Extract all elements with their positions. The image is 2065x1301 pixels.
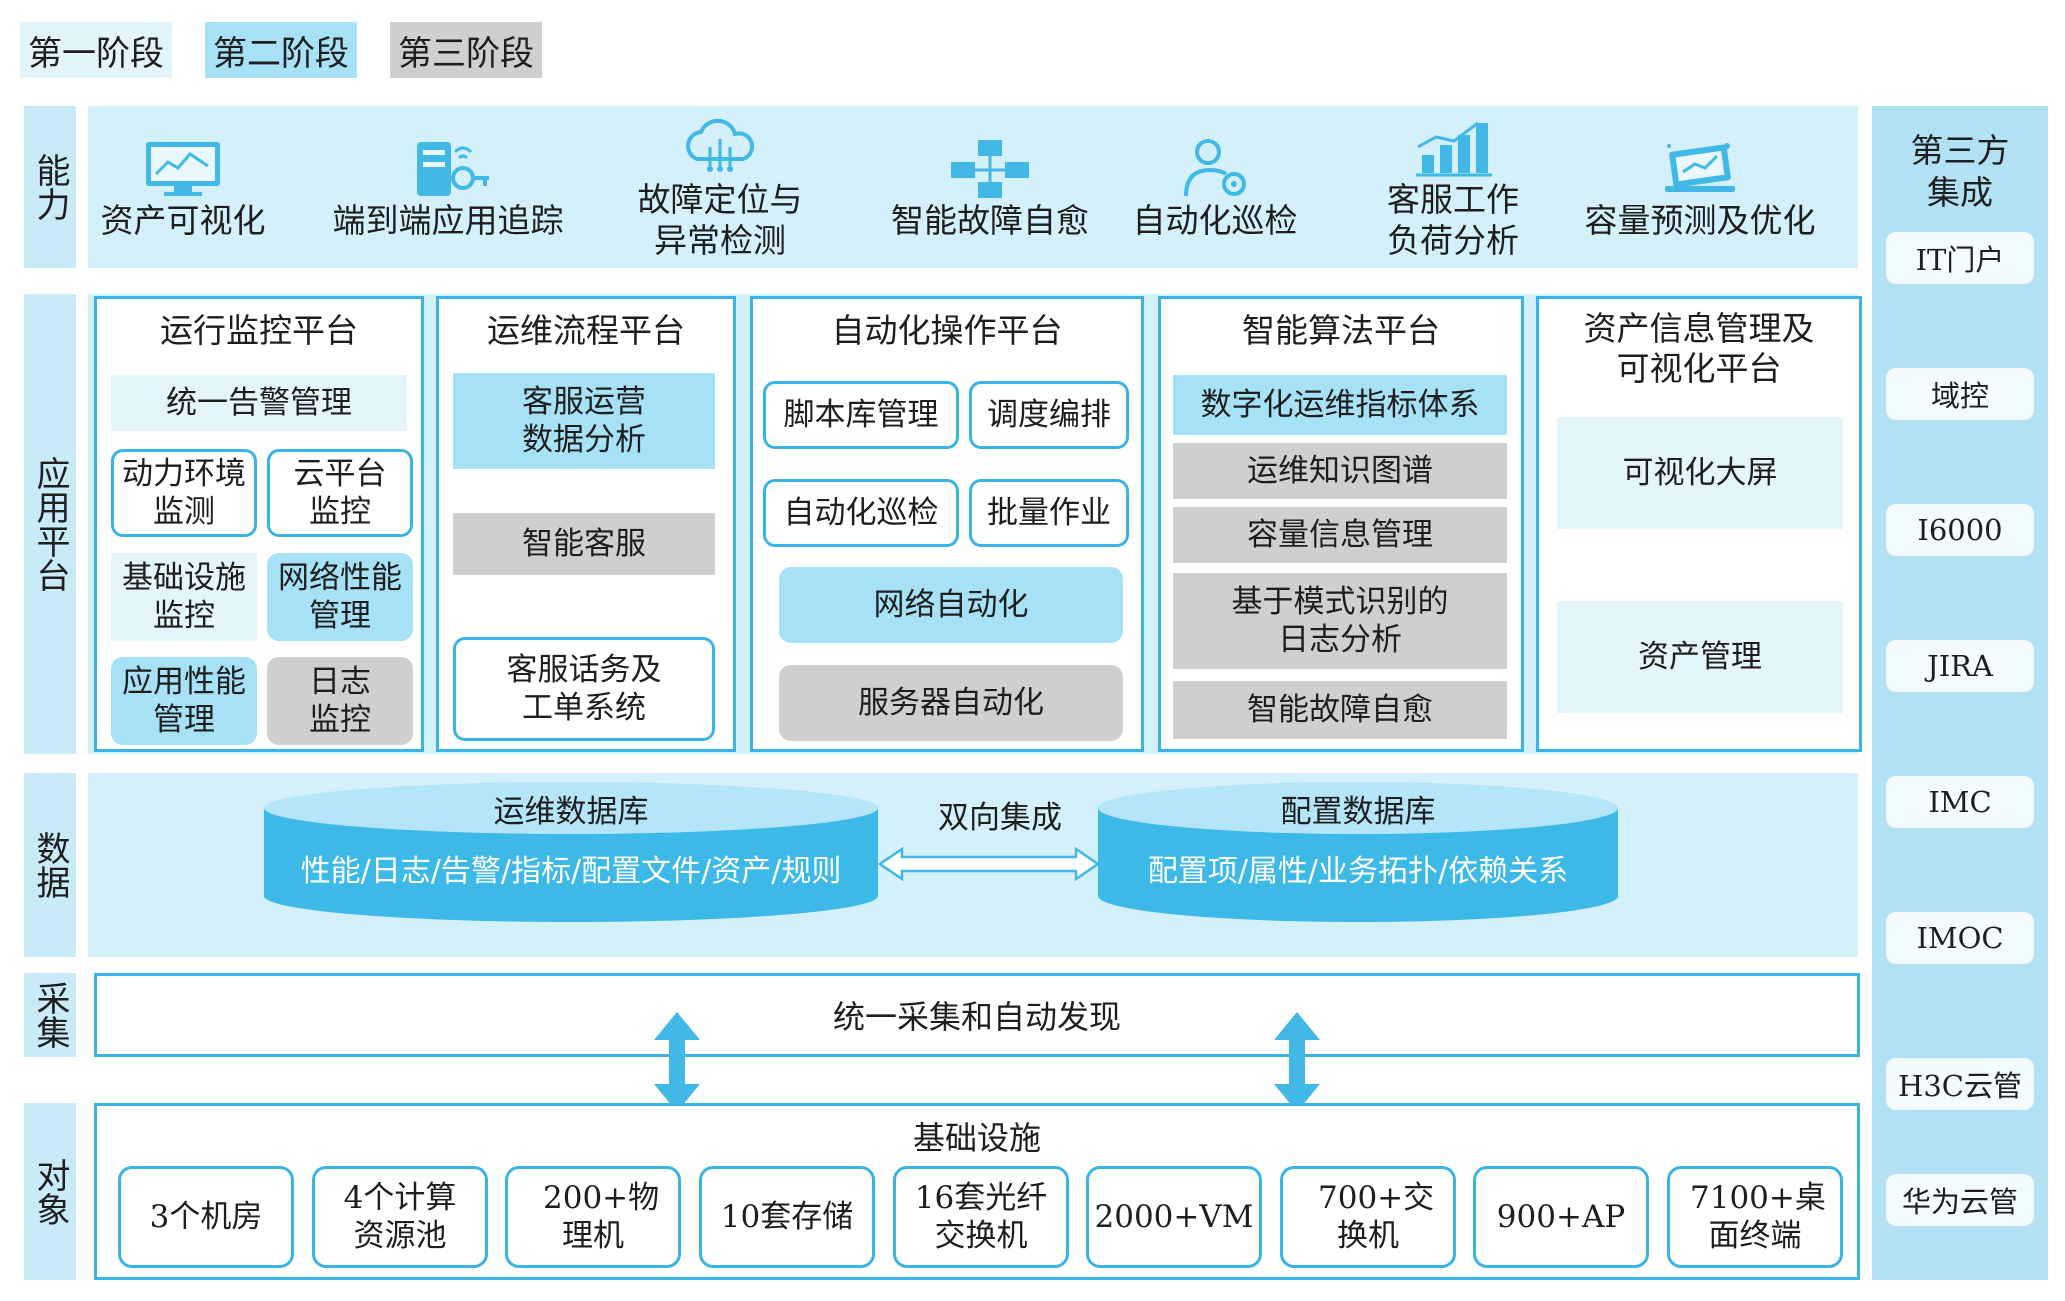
schedule-box: 调度编排: [969, 381, 1129, 449]
object-item: 10套存储: [699, 1166, 875, 1268]
smart-cs-box: 智能客服: [453, 513, 715, 575]
asset-mgmt-box: 资产管理: [1557, 601, 1843, 713]
config-db-content: 配置项/属性/业务拓扑/依赖关系: [1147, 854, 1569, 889]
object-item: 200+物理机: [505, 1166, 681, 1268]
row-label-collection: 采集: [24, 973, 76, 1057]
ops-database: 运维数据库 性能/日志/告警/指标/配置文件/资产/规则: [264, 782, 878, 922]
capability-auto-patrol: 自动化巡检: [1125, 114, 1305, 264]
capability-asset-visualization: 资产可视化: [92, 114, 274, 264]
server-key-icon: [417, 141, 489, 196]
row-label-capability: 能力: [24, 106, 76, 268]
vertical-double-arrow-left: [654, 1012, 700, 1112]
infrastructure-title: 基础设施: [912, 1119, 1041, 1157]
capability-label: 智能故障自愈: [891, 200, 1089, 240]
platform-title: 资产信息管理及可视化平台: [1583, 309, 1815, 388]
legend-stage1: 第一阶段: [20, 22, 172, 78]
third-party-title: 第三方集成: [1910, 131, 2010, 212]
object-item: 7100+桌面终端: [1667, 1166, 1843, 1268]
object-item: 16套光纤交换机: [893, 1166, 1069, 1268]
capability-self-healing: 智能故障自愈: [870, 114, 1110, 264]
user-gear-icon: [1184, 138, 1246, 196]
capability-capacity-forecast: 容量预测及优化: [1565, 114, 1835, 264]
power-env-box: 动力环境监测: [111, 449, 257, 537]
capability-label: 客服工作负荷分析: [1387, 180, 1519, 260]
object-item: 900+AP: [1473, 1166, 1649, 1268]
legend-stage3: 第三阶段: [390, 22, 542, 78]
bidirectional-label: 双向集成: [938, 799, 1062, 836]
ops-db-content: 性能/日志/告警/指标/配置文件/资产/规则: [300, 854, 842, 889]
capability-label: 端到端应用追踪: [332, 200, 564, 240]
third-party-item: IMOC: [1886, 912, 2034, 964]
config-database: 配置数据库 配置项/属性/业务拓扑/依赖关系: [1098, 782, 1618, 922]
monitor-dashboard-icon: [146, 141, 220, 196]
platform-asset: 资产信息管理及可视化平台 可视化大屏 资产管理: [1536, 296, 1862, 752]
log-monitor-box: 日志监控: [267, 657, 413, 745]
server-auto-box: 服务器自动化: [779, 665, 1123, 741]
platform-title: 运维流程平台: [487, 311, 685, 350]
object-item: 4个计算资源池: [312, 1166, 488, 1268]
cs-ops-box: 客服运营数据分析: [453, 373, 715, 469]
third-party-item: 域控: [1886, 368, 2034, 420]
capability-label: 资产可视化: [100, 200, 266, 240]
laptop-analytics-icon: [1665, 142, 1735, 192]
object-item: 3个机房: [118, 1166, 294, 1268]
third-party-item: IMC: [1886, 776, 2034, 828]
capability-label: 故障定位与异常检测: [637, 180, 803, 260]
knowledge-graph-box: 运维知识图谱: [1173, 443, 1507, 499]
platform-title: 智能算法平台: [1242, 311, 1440, 350]
platform-process: 运维流程平台 客服运营数据分析 智能客服 客服话务及工单系统: [436, 296, 736, 752]
third-party-item: H3C云管: [1886, 1058, 2034, 1110]
unified-alarm-box: 统一告警管理: [111, 375, 407, 431]
third-party-item: JIRA: [1886, 640, 2034, 692]
third-party-column: 第三方集成 IT门户 域控 I6000 JIRA IMC IMOC H3C云管 …: [1872, 106, 2048, 1280]
capacity-info-box: 容量信息管理: [1173, 507, 1507, 563]
config-db-title: 配置数据库: [1098, 782, 1618, 834]
metrics-system-box: 数字化运维指标体系: [1173, 375, 1507, 435]
row-label-application: 应用平台: [24, 294, 76, 754]
platform-monitor: 运行监控平台 统一告警管理 动力环境监测 云平台监控 基础设施监控 网络性能管理…: [94, 296, 424, 752]
third-party-item: 华为云管: [1886, 1174, 2034, 1226]
net-auto-box: 网络自动化: [779, 567, 1123, 643]
cloud-network-icon: [686, 118, 755, 172]
big-screen-box: 可视化大屏: [1557, 417, 1843, 529]
third-party-item: IT门户: [1886, 232, 2034, 284]
third-party-item: I6000: [1886, 504, 2034, 556]
batch-job-box: 批量作业: [969, 479, 1129, 547]
collection-box: 统一采集和自动发现: [94, 973, 1860, 1057]
capability-label: 容量预测及优化: [1584, 200, 1816, 240]
network-nodes-icon: [951, 139, 1029, 198]
script-lib-box: 脚本库管理: [763, 381, 959, 449]
legend-stage2: 第二阶段: [205, 22, 357, 78]
bidirectional-arrow: [878, 846, 1100, 882]
infra-monitor-box: 基础设施监控: [111, 553, 257, 641]
capability-fault-location: 故障定位与异常检测: [620, 114, 820, 264]
capability-row: [88, 106, 1858, 268]
cloud-platform-box: 云平台监控: [267, 449, 413, 537]
capability-workload-analysis: 客服工作负荷分析: [1378, 114, 1528, 264]
ticket-system-box: 客服话务及工单系统: [453, 637, 715, 741]
row-label-data: 数据: [24, 773, 76, 957]
platform-algorithm: 智能算法平台 数字化运维指标体系 运维知识图谱 容量信息管理 基于模式识别的日志…: [1158, 296, 1524, 752]
platform-automation: 自动化操作平台 脚本库管理 调度编排 自动化巡检 批量作业 网络自动化 服务器自…: [750, 296, 1144, 752]
self-heal-box: 智能故障自愈: [1173, 681, 1507, 739]
object-item: 2000+VM: [1086, 1166, 1262, 1268]
capability-e2e-trace: 端到端应用追踪: [318, 114, 578, 264]
bar-chart-icon: [1416, 121, 1492, 177]
row-label-object: 对象: [24, 1103, 76, 1280]
auto-patrol-box: 自动化巡检: [763, 479, 959, 547]
pattern-log-box: 基于模式识别的日志分析: [1173, 573, 1507, 669]
platform-title: 自动化操作平台: [831, 311, 1063, 350]
vertical-double-arrow-right: [1274, 1012, 1320, 1112]
platform-title: 运行监控平台: [160, 311, 358, 350]
network-perf-box: 网络性能管理: [267, 553, 413, 641]
ops-db-title: 运维数据库: [264, 782, 878, 834]
app-perf-box: 应用性能管理: [111, 657, 257, 745]
capability-label: 自动化巡检: [1132, 200, 1298, 240]
object-item: 700+交换机: [1280, 1166, 1456, 1268]
